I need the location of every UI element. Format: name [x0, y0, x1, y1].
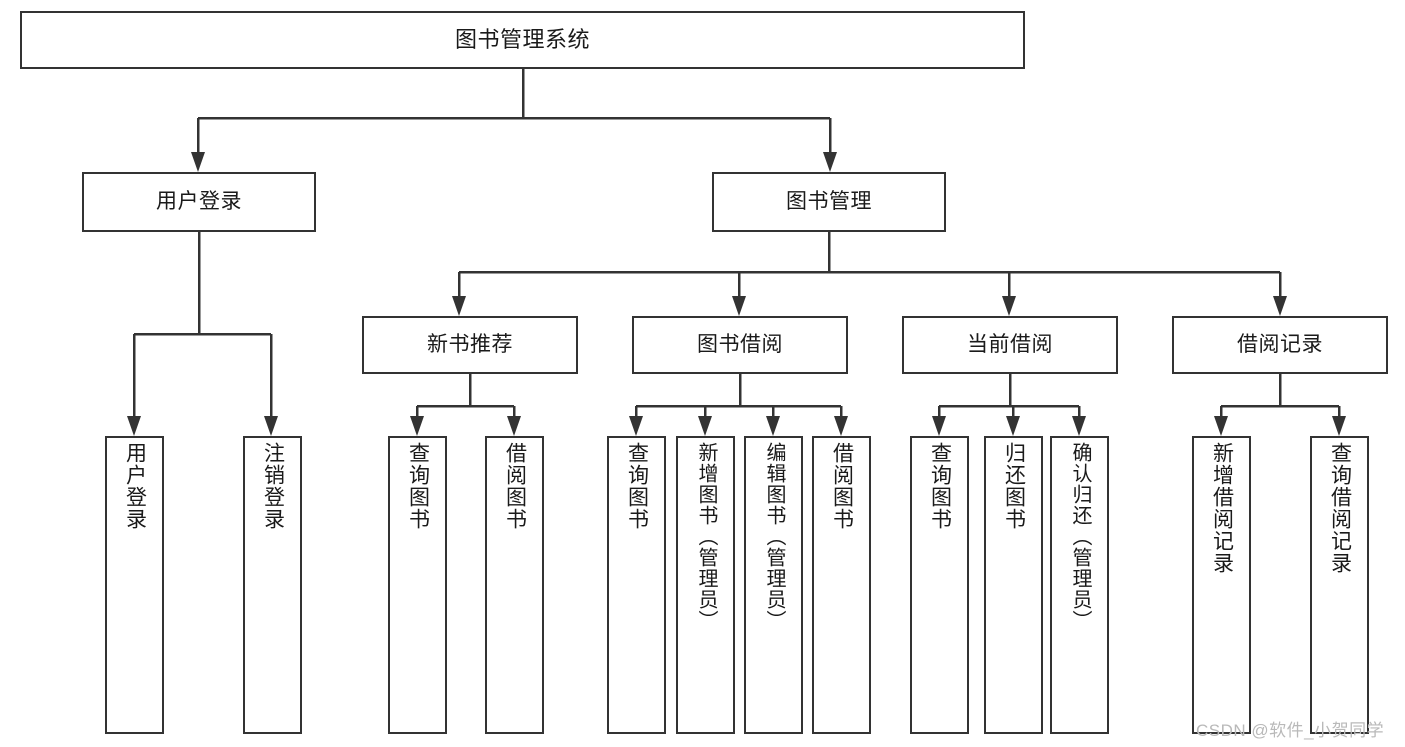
node-leaf-query-record[interactable]: 查询借阅记录	[1310, 436, 1369, 734]
arrow-head-user-login	[191, 152, 205, 172]
arrow-head-current-borrow	[1002, 296, 1016, 316]
node-leaf-logout[interactable]: 注销登录	[243, 436, 302, 734]
node-label-leaf-confirm-return: 确认归还（管理员）	[1069, 442, 1091, 631]
node-new-book-rec[interactable]: 新书推荐	[362, 316, 578, 374]
node-leaf-query-book-1[interactable]: 查询图书	[388, 436, 447, 734]
node-label-leaf-query-book-2: 查询图书	[625, 442, 649, 530]
node-label-leaf-borrow-book-2: 借阅图书	[830, 442, 854, 530]
arrow-head-leaf-borrow-book-2	[834, 416, 848, 436]
arrow-head-new-book-rec	[452, 296, 466, 316]
node-label-leaf-query-record: 查询借阅记录	[1328, 442, 1352, 574]
node-book-borrow[interactable]: 图书借阅	[632, 316, 848, 374]
node-leaf-query-book-2[interactable]: 查询图书	[607, 436, 666, 734]
node-leaf-borrow-book-2[interactable]: 借阅图书	[812, 436, 871, 734]
node-label-leaf-query-book-1: 查询图书	[406, 442, 430, 530]
node-label-leaf-logout: 注销登录	[261, 442, 285, 530]
node-leaf-add-record[interactable]: 新增借阅记录	[1192, 436, 1251, 734]
node-leaf-confirm-return[interactable]: 确认归还（管理员）	[1050, 436, 1109, 734]
node-leaf-query-book-3[interactable]: 查询图书	[910, 436, 969, 734]
arrow-head-leaf-add-book	[698, 416, 712, 436]
arrow-head-leaf-return-book	[1006, 416, 1020, 436]
node-label-leaf-query-book-3: 查询图书	[928, 442, 952, 530]
node-user-login[interactable]: 用户登录	[82, 172, 316, 232]
node-label-root: 图书管理系统	[454, 27, 590, 53]
node-leaf-return-book[interactable]: 归还图书	[984, 436, 1043, 734]
node-label-leaf-add-book: 新增图书（管理员）	[695, 442, 717, 631]
node-label-borrow-record: 借阅记录	[1237, 332, 1323, 356]
arrow-head-leaf-query-book-1	[410, 416, 424, 436]
arrow-head-leaf-confirm-return	[1072, 416, 1086, 436]
node-label-book-manage: 图书管理	[786, 189, 872, 213]
node-label-book-borrow: 图书借阅	[697, 332, 783, 356]
arrow-head-leaf-user-login	[127, 416, 141, 436]
node-borrow-record[interactable]: 借阅记录	[1172, 316, 1388, 374]
arrow-head-leaf-query-book-2	[629, 416, 643, 436]
node-label-leaf-add-record: 新增借阅记录	[1210, 442, 1234, 574]
node-label-leaf-edit-book: 编辑图书（管理员）	[763, 442, 785, 631]
csdn-watermark: CSDN @软件_小贺同学	[1196, 721, 1385, 740]
node-book-manage[interactable]: 图书管理	[712, 172, 946, 232]
node-leaf-edit-book[interactable]: 编辑图书（管理员）	[744, 436, 803, 734]
arrow-head-leaf-add-record	[1214, 416, 1228, 436]
node-leaf-borrow-book-1[interactable]: 借阅图书	[485, 436, 544, 734]
arrow-head-leaf-logout	[264, 416, 278, 436]
arrow-head-book-borrow	[732, 296, 746, 316]
node-leaf-add-book[interactable]: 新增图书（管理员）	[676, 436, 735, 734]
node-label-user-login: 用户登录	[156, 189, 242, 213]
arrow-head-leaf-borrow-book-1	[507, 416, 521, 436]
arrow-head-leaf-edit-book	[766, 416, 780, 436]
node-label-current-borrow: 当前借阅	[967, 332, 1053, 356]
node-label-new-book-rec: 新书推荐	[427, 332, 513, 356]
arrow-head-book-manage	[823, 152, 837, 172]
arrow-head-borrow-record	[1273, 296, 1287, 316]
node-root[interactable]: 图书管理系统	[20, 11, 1025, 69]
arrow-head-leaf-query-record	[1332, 416, 1346, 436]
node-label-leaf-borrow-book-1: 借阅图书	[503, 442, 527, 530]
node-current-borrow[interactable]: 当前借阅	[902, 316, 1118, 374]
arrow-head-leaf-query-book-3	[932, 416, 946, 436]
node-label-leaf-user-login: 用户登录	[123, 442, 147, 530]
node-label-leaf-return-book: 归还图书	[1002, 442, 1026, 530]
node-leaf-user-login[interactable]: 用户登录	[105, 436, 164, 734]
